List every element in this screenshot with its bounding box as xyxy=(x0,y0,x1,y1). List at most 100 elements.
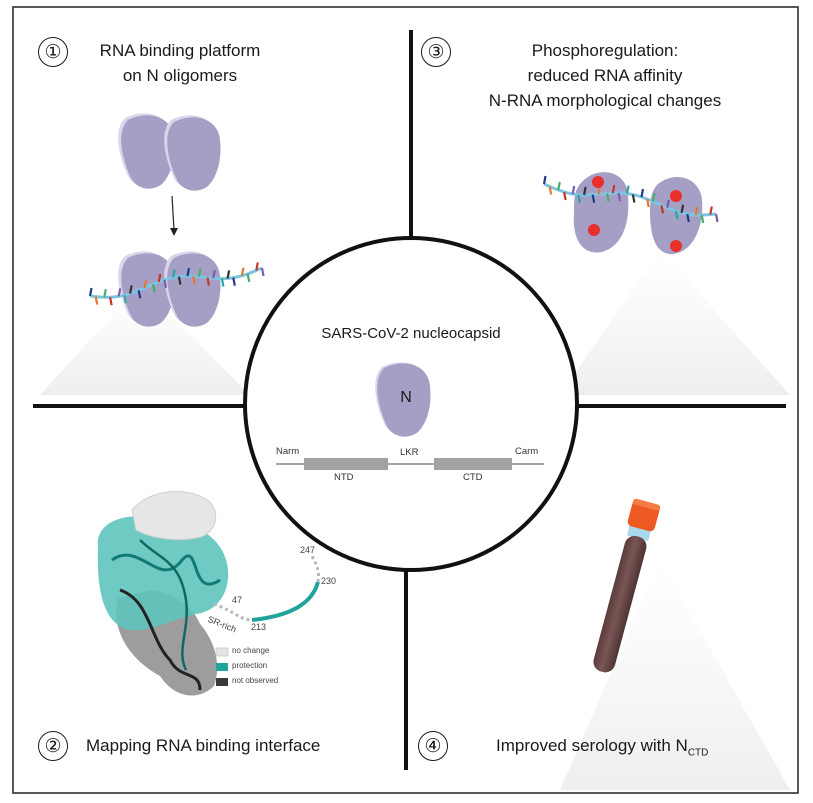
legend-label-no-change: no change xyxy=(232,646,270,655)
q1-rna-strand xyxy=(88,262,265,306)
q3-rna-strand xyxy=(542,175,719,224)
q4-title-main: Improved serology with N xyxy=(496,736,688,755)
step-number: ④ xyxy=(424,735,442,757)
q1-title-line1: RNA binding platform xyxy=(99,41,261,60)
step-number: ① xyxy=(44,41,62,63)
q1-monomers xyxy=(118,113,221,191)
rna-base xyxy=(714,213,719,223)
rna-base xyxy=(246,273,251,283)
rna-base xyxy=(686,213,690,223)
rna-base xyxy=(163,279,168,289)
legend-swatch-no-change xyxy=(215,647,229,657)
q1-title: RNA binding platform on N oligomers xyxy=(60,38,300,88)
rna-base xyxy=(103,288,107,298)
rna-base xyxy=(157,273,162,283)
bg-shape-q4 xyxy=(560,560,790,790)
step-number: ③ xyxy=(427,41,445,63)
bg-shape-q1 xyxy=(40,285,250,395)
rna-base xyxy=(548,186,553,195)
rna-base xyxy=(700,214,705,224)
figure-frame xyxy=(12,6,799,794)
residue-label-230: 230 xyxy=(321,576,337,586)
q3-title: Phosphoregulation: reduced RNA affinity … xyxy=(446,38,764,113)
rna-base xyxy=(172,269,176,278)
phospho-dot xyxy=(670,240,682,252)
rna-base xyxy=(694,206,699,216)
rna-base xyxy=(123,294,127,304)
rna-base xyxy=(640,188,645,198)
rna-base xyxy=(260,267,265,277)
domain-label-lkr: LKR xyxy=(400,447,419,458)
rna-base xyxy=(542,175,547,185)
center-title: SARS-CoV-2 nucleocapsid xyxy=(321,325,501,342)
bg-shape-q3 xyxy=(560,250,790,395)
step-3-badge: ③ xyxy=(421,37,451,67)
domain-map xyxy=(276,458,544,470)
residue-label-47: 47 xyxy=(232,595,243,605)
rna-base xyxy=(94,296,99,305)
q1-arrow xyxy=(170,195,178,236)
rna-base xyxy=(674,210,679,220)
step-1-badge: ① xyxy=(38,37,68,67)
residue-label-247: 247 xyxy=(300,545,316,555)
q4-blood-tube xyxy=(593,498,661,673)
step-number: ② xyxy=(44,735,62,757)
q1-title-line2: on N oligomers xyxy=(122,66,238,85)
rna-base xyxy=(137,290,142,299)
rna-base xyxy=(186,267,191,277)
phospho-dot xyxy=(670,190,682,202)
rna-base xyxy=(117,288,122,297)
rna-base xyxy=(571,185,576,195)
rna-base xyxy=(192,276,196,285)
step-4-badge: ④ xyxy=(418,731,448,761)
rna-base xyxy=(646,198,650,208)
residue-label-213: 213 xyxy=(251,622,267,632)
center-protein-label: N xyxy=(400,389,412,406)
rna-base xyxy=(240,267,245,276)
q3-title-line1: Phosphoregulation: xyxy=(531,41,679,60)
rna-base xyxy=(611,184,616,194)
rna-base xyxy=(557,181,561,191)
q2-title: Mapping RNA binding interface xyxy=(86,736,321,755)
step-2-badge: ② xyxy=(38,731,68,761)
legend-label-not-observed: not observed xyxy=(232,676,279,685)
q2-legend-swatches xyxy=(215,647,229,686)
rna-base xyxy=(606,193,610,202)
rna-base xyxy=(197,268,202,277)
rna-base xyxy=(709,206,713,215)
q3-phospho-sites xyxy=(588,176,682,252)
q2-tail xyxy=(213,555,320,622)
rna-base xyxy=(631,194,636,203)
rna-base xyxy=(577,194,581,204)
rna-base xyxy=(226,270,231,279)
rna-base xyxy=(177,276,182,285)
legend-swatch-protection xyxy=(216,663,228,671)
phospho-dot xyxy=(588,224,600,236)
q4-title-subscript: CTD xyxy=(687,747,709,759)
rna-base xyxy=(143,279,148,289)
domain-label-ntd: NTD xyxy=(334,472,354,483)
rna-base xyxy=(152,283,156,293)
domain-label-narm: Narm xyxy=(276,446,300,457)
domain-label-carm: Carm xyxy=(515,446,539,457)
rna-base xyxy=(660,205,665,214)
rna-base xyxy=(255,262,259,271)
rna-base xyxy=(232,277,236,286)
rna-base xyxy=(651,193,656,202)
q2-structure xyxy=(97,491,229,696)
ntd-domain xyxy=(304,458,388,470)
rna-base xyxy=(88,287,93,297)
q4-title: Improved serology with NCTD xyxy=(496,733,756,765)
rna-base xyxy=(563,191,567,201)
rna-base xyxy=(206,277,211,286)
domain-label-ctd: CTD xyxy=(463,472,483,483)
q3-title-line3: N-RNA morphological changes xyxy=(488,91,722,110)
rna-base xyxy=(129,285,133,294)
rna-base xyxy=(626,185,630,194)
rna-base xyxy=(617,192,622,202)
legend-label-protection: protection xyxy=(232,661,268,670)
rna-base xyxy=(680,204,685,214)
legend-swatch-not-observed xyxy=(216,678,228,686)
